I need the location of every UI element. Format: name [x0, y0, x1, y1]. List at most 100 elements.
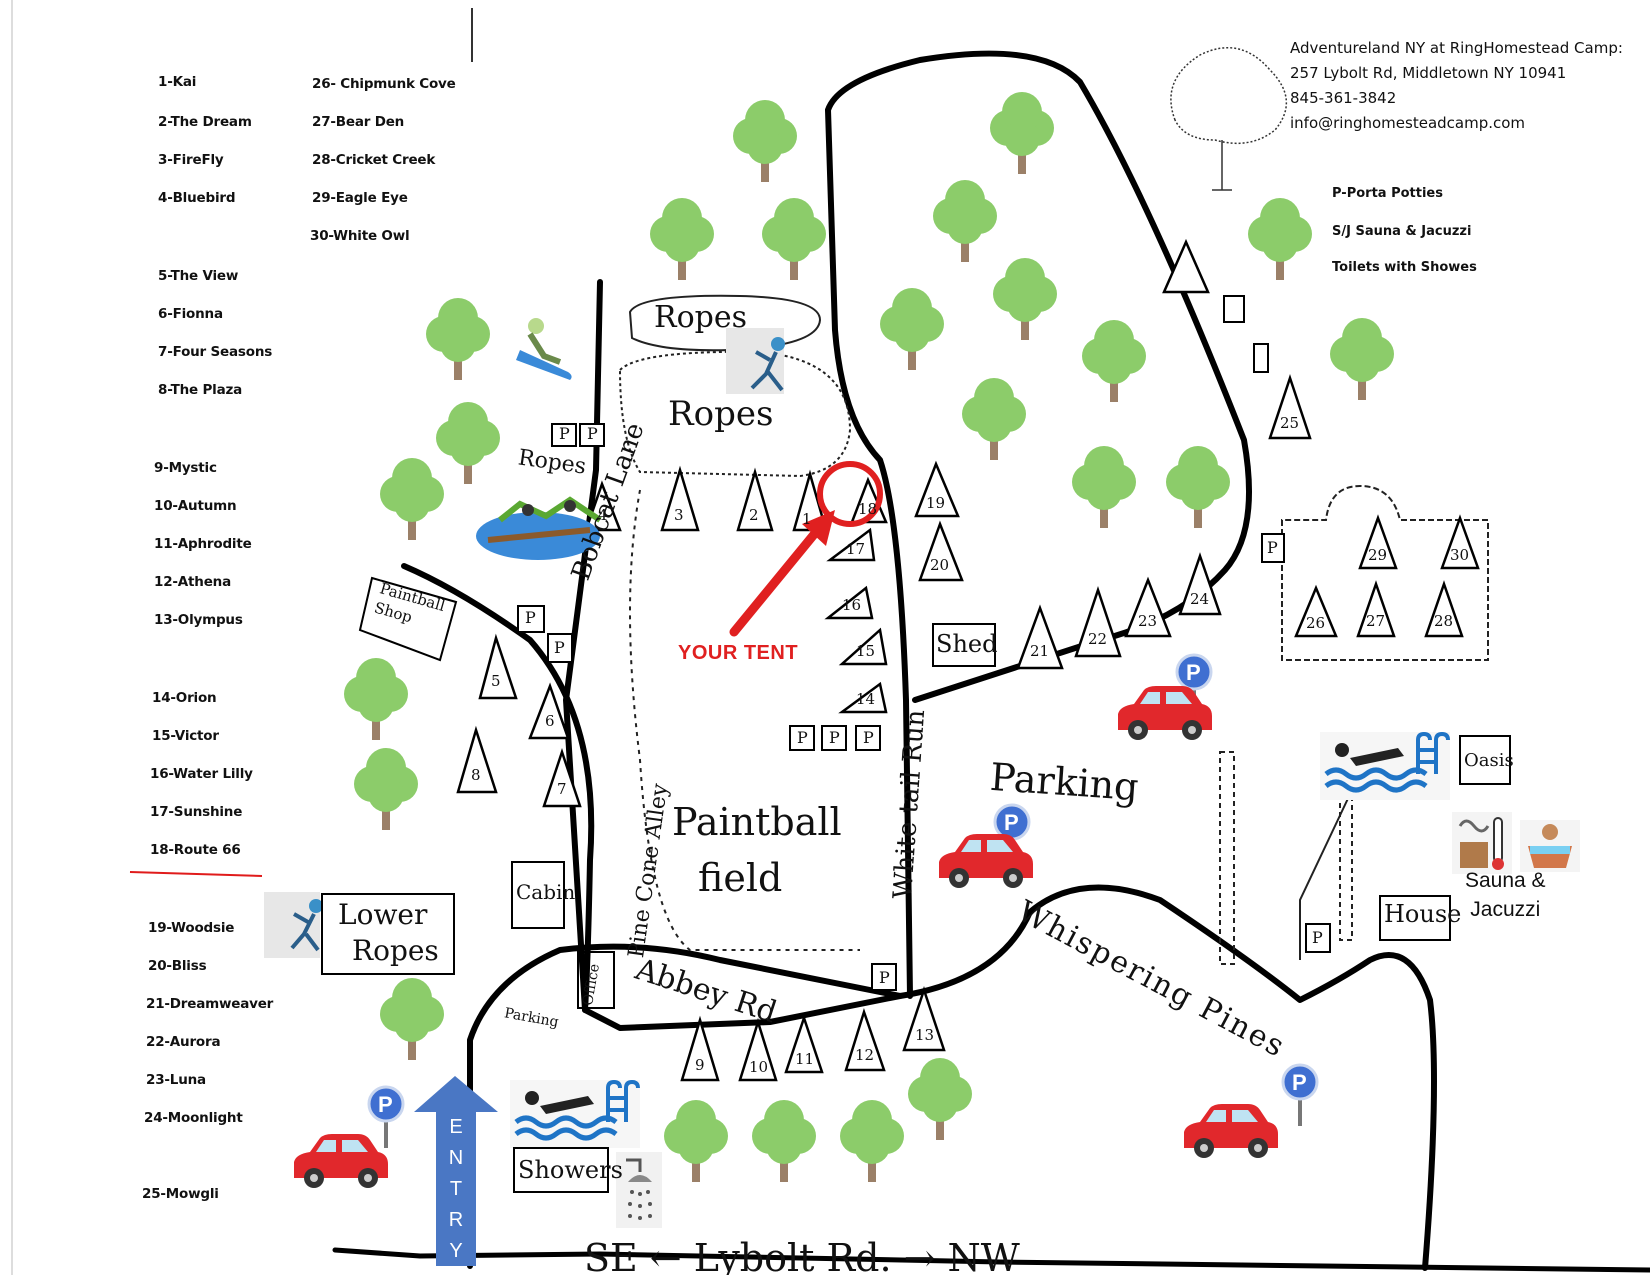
parking-sign-letter: P [1186, 660, 1201, 685]
roads [332, 50, 1650, 1273]
key-sauna-jacuzzi: S/J Sauna & Jacuzzi [1332, 224, 1472, 239]
legend-item: 12-Athena [154, 574, 231, 590]
legend-item: 7-Four Seasons [158, 344, 273, 360]
legend-item-highlighted: 18-Route 66 [150, 842, 241, 858]
tent-11 [784, 1014, 824, 1074]
porta-label: P [1312, 928, 1323, 947]
label-shed: Shed [936, 630, 998, 658]
legend-item: 25-Mowgli [142, 1186, 219, 1202]
entry-letter: Y [449, 1240, 463, 1262]
camp-phone: 845-361-3842 [1290, 89, 1397, 107]
tent-number: 4 [598, 506, 608, 524]
tent-19 [914, 460, 960, 518]
entry-letter: T [449, 1178, 463, 1200]
legend-item: 30-White Owl [310, 228, 410, 244]
legend-item: 16-Water Lilly [150, 766, 253, 782]
porta-label: P [554, 638, 565, 657]
legend-item: 1-Kai [158, 74, 197, 90]
label-ropes-mid: Ropes [668, 394, 774, 434]
tent-24 [1178, 552, 1222, 616]
entry-label: E N T R Y [439, 1112, 473, 1267]
legend-item: 21-Dreamweaver [146, 996, 274, 1012]
porta-label: P [863, 728, 874, 747]
tent-29 [1358, 514, 1398, 570]
legend-item: 2-The Dream [158, 114, 252, 130]
tent-number: 5 [491, 672, 501, 690]
tent-blank [1162, 238, 1210, 294]
legend-item: 3-FireFly [158, 152, 224, 168]
legend-item: 17-Sunshine [150, 804, 243, 820]
tent-number: 26 [1306, 614, 1326, 632]
camp-email[interactable]: info@ringhomesteadcamp.com [1290, 114, 1526, 132]
tent-number: 25 [1280, 414, 1300, 432]
legend-item: 28-Cricket Creek [312, 152, 436, 168]
tent-number: 30 [1450, 546, 1470, 564]
tent-number: 20 [930, 556, 950, 574]
porta-label: P [1267, 538, 1278, 557]
sauna-label-line: Sauna & [1465, 869, 1546, 892]
legend-item: 13-Olympus [154, 612, 243, 628]
tent-20 [918, 520, 964, 582]
label-ropes-top: Ropes [654, 300, 748, 335]
tent-number: 9 [695, 1056, 705, 1074]
camp-contact-info: Adventureland NY at RingHomestead Camp: … [1290, 36, 1623, 136]
legend-item: 6-Fionna [158, 306, 223, 322]
label-showers: Showers [518, 1156, 623, 1184]
tent-number: 6 [545, 712, 555, 730]
label-lower-ropes-2: Ropes [352, 934, 439, 967]
sauna-label-line: Jacuzzi [1470, 898, 1541, 921]
legend-item: 19-Woodsie [148, 920, 235, 936]
entry-letter: R [448, 1209, 464, 1231]
legend-item: 22-Aurora [146, 1034, 221, 1050]
tent-number: 27 [1366, 612, 1386, 630]
label-oasis: Oasis [1464, 750, 1514, 771]
tent-number: 1 [802, 510, 812, 528]
entry-letter: E [449, 1116, 463, 1138]
legend-item: 5-The View [158, 268, 239, 284]
legend-item: 11-Aphrodite [154, 536, 252, 552]
tent-number: 29 [1368, 546, 1388, 564]
tent-number: 3 [674, 506, 684, 524]
buildings [321, 576, 1511, 1193]
tent-6 [528, 682, 570, 740]
tent-21 [1016, 604, 1064, 670]
tent-number: 7 [557, 780, 567, 798]
tent-27 [1356, 580, 1396, 638]
tent-25 [1268, 374, 1312, 440]
tent-8 [456, 725, 498, 794]
ropes-outlines [618, 294, 860, 951]
legend-item: 8-The Plaza [158, 382, 243, 398]
label-cabin: Cabin [516, 880, 576, 904]
key-toilets-showers: Toilets with Showes [1332, 260, 1477, 275]
tent-number: 15 [856, 642, 876, 660]
label-paintball-field-1: Paintball [672, 800, 842, 844]
legend-item: 26- Chipmunk Cove [312, 76, 456, 92]
tent-22 [1074, 586, 1122, 658]
parking-sign-letter: P [1004, 810, 1019, 835]
tent-12 [844, 1007, 886, 1072]
tent-14 [838, 681, 888, 714]
tent-number: 14 [856, 690, 876, 708]
entry-arrow [414, 1076, 498, 1266]
porta-potties [517, 295, 1331, 991]
camp-address: 257 Lybolt Rd, Middletown NY 10941 [1290, 64, 1567, 82]
tent-number: 21 [1030, 642, 1050, 660]
legend-item: 29-Eagle Eye [312, 190, 408, 206]
porta-label: P [797, 728, 808, 747]
your-tent-label: YOUR TENT [678, 642, 799, 664]
parking-sign-letter: P [1292, 1070, 1307, 1095]
porta-label: P [525, 608, 536, 627]
legend-item: 23-Luna [146, 1072, 206, 1088]
ring-homestead-logo [1170, 47, 1288, 191]
tent-9 [680, 1015, 720, 1082]
legend-item: 14-Orion [152, 690, 217, 706]
porta-label: P [829, 728, 840, 747]
camp-name: Adventureland NY at RingHomestead Camp: [1290, 39, 1623, 57]
tent-number: 11 [795, 1050, 815, 1068]
legend-item: 24-Moonlight [144, 1110, 243, 1126]
tent-13 [902, 986, 946, 1052]
parking-sign-letter: P [378, 1092, 393, 1117]
your-tent-callout-marker [729, 461, 883, 637]
tent-number: 17 [846, 540, 866, 558]
